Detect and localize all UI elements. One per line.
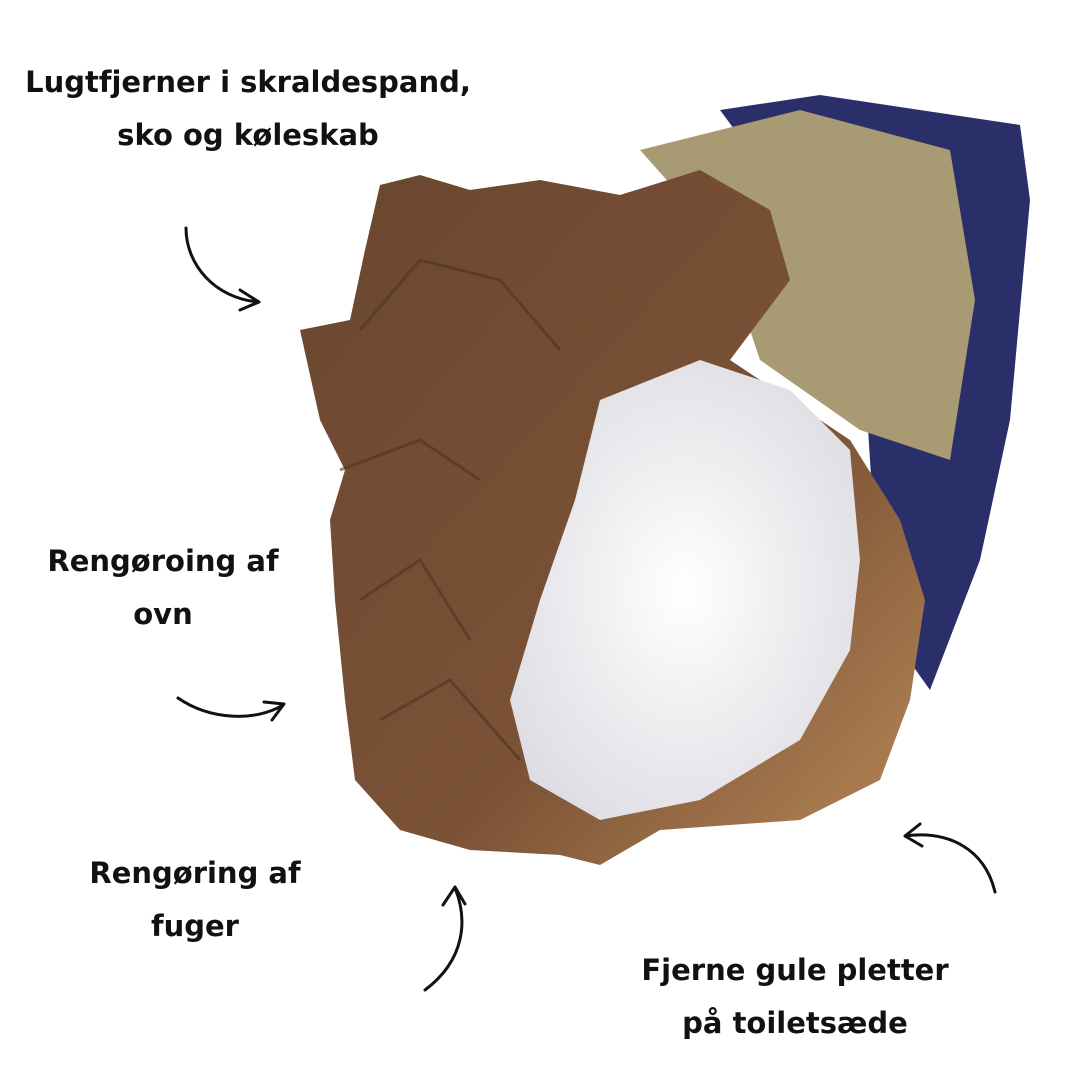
label-line: ovn: [133, 597, 193, 631]
label-toilet-stains: Fjerne gule pletter på toiletsæde: [641, 944, 948, 1050]
label-line: Rengøring af: [89, 856, 301, 890]
label-odor-remover: Lugtfjerner i skraldespand, sko og køles…: [25, 56, 471, 162]
label-line: Rengøroing af: [47, 544, 279, 578]
baking-soda-powder: [510, 360, 860, 820]
label-grout-cleaning: Rengøring af fuger: [89, 847, 300, 953]
label-oven-cleaning: Rengøroing af ovn: [47, 535, 278, 641]
label-line: på toiletsæde: [682, 1006, 908, 1040]
arrow-icon: [176, 696, 286, 722]
label-line: Lugtfjerner i skraldespand,: [25, 65, 471, 99]
label-line: Fjerne gule pletter: [641, 953, 949, 987]
label-line: sko og køleskab: [117, 118, 379, 152]
label-line: fuger: [150, 909, 239, 943]
arrow-icon: [903, 822, 997, 894]
arrow-icon: [184, 226, 261, 312]
arrow-icon: [423, 885, 467, 992]
